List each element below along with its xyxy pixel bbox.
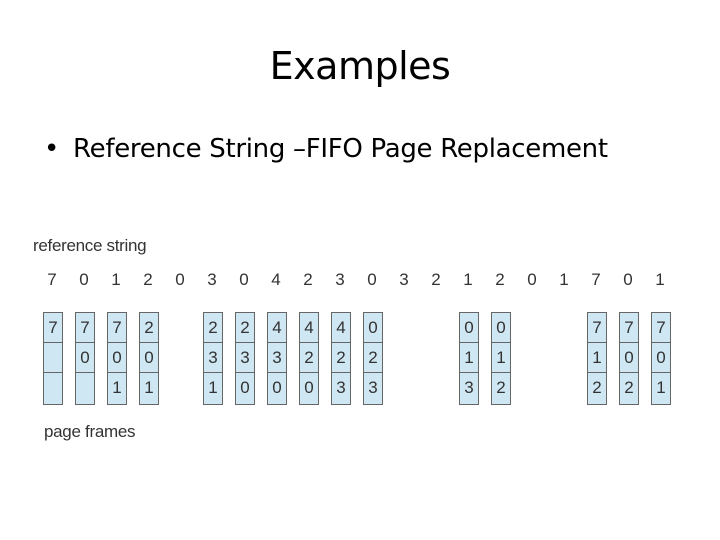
frame-cell: 7 <box>620 313 638 343</box>
reference-item: 1 <box>559 270 569 289</box>
frame-cell: 3 <box>336 378 346 397</box>
frame-cell: 2 <box>624 378 634 397</box>
frame-column: 7 <box>43 312 63 405</box>
bullet-point: • Reference String –FIFO Page Replacement <box>44 134 608 164</box>
reference-item: 1 <box>655 270 665 289</box>
reference-item: 3 <box>207 270 217 289</box>
frame-cell <box>44 343 62 373</box>
frame-cell: 0 <box>240 378 250 397</box>
frame-cell: 3 <box>236 343 254 373</box>
frame-cell: 1 <box>112 378 122 397</box>
reference-item: 7 <box>591 270 601 289</box>
frame-cell: 0 <box>652 343 670 373</box>
frame-cell: 1 <box>208 378 218 397</box>
frame-cell: 2 <box>332 343 350 373</box>
frame-cell: 1 <box>656 378 666 397</box>
reference-item: 2 <box>143 270 153 289</box>
frame-cell: 0 <box>108 343 126 373</box>
reference-item: 3 <box>335 270 345 289</box>
reference-item: 1 <box>463 270 473 289</box>
reference-item: 7 <box>47 270 57 289</box>
frame-cell: 0 <box>364 313 382 343</box>
frame-cell: 2 <box>204 313 222 343</box>
frame-cell: 0 <box>140 343 158 373</box>
reference-item: 0 <box>239 270 249 289</box>
reference-item: 2 <box>431 270 441 289</box>
frame-cell: 7 <box>44 313 62 343</box>
frame-cell: 7 <box>652 313 670 343</box>
frame-cell: 1 <box>144 378 154 397</box>
reference-item: 2 <box>303 270 313 289</box>
frame-cell: 7 <box>588 313 606 343</box>
frame-cell: 3 <box>368 378 378 397</box>
reference-item: 0 <box>175 270 185 289</box>
reference-item: 0 <box>623 270 633 289</box>
frame-cell: 0 <box>76 343 94 373</box>
bullet-text: Reference String –FIFO Page Replacement <box>73 134 608 164</box>
frame-cell: 3 <box>464 378 474 397</box>
frame-cell: 7 <box>108 313 126 343</box>
frame-cell: 0 <box>304 378 314 397</box>
frame-cell: 3 <box>268 343 286 373</box>
reference-string-label: reference string <box>33 236 147 255</box>
frame-cell: 0 <box>620 343 638 373</box>
frame-cell: 2 <box>496 378 506 397</box>
frame-cell: 1 <box>588 343 606 373</box>
frame-cell <box>76 373 94 403</box>
frame-cell: 1 <box>492 343 510 373</box>
reference-item: 4 <box>271 270 281 289</box>
frame-cell: 2 <box>140 313 158 343</box>
frame-cell: 0 <box>272 378 282 397</box>
bullet-icon: • <box>44 134 60 164</box>
frame-cell: 2 <box>592 378 602 397</box>
frame-cell <box>44 373 62 403</box>
frame-cell: 2 <box>300 343 318 373</box>
reference-item: 1 <box>111 270 121 289</box>
slide-title: Examples <box>269 44 451 88</box>
frame-cell: 2 <box>364 343 382 373</box>
reference-item: 3 <box>399 270 409 289</box>
frame-cell: 4 <box>332 313 350 343</box>
reference-item: 0 <box>367 270 377 289</box>
reference-item: 0 <box>79 270 89 289</box>
page-frames-label: page frames <box>44 422 136 441</box>
frame-cell: 4 <box>300 313 318 343</box>
frame-cell: 0 <box>492 313 510 343</box>
frame-cell: 4 <box>268 313 286 343</box>
frame-cell: 2 <box>236 313 254 343</box>
frame-cell: 1 <box>460 343 478 373</box>
reference-item: 0 <box>527 270 537 289</box>
frame-cell: 0 <box>460 313 478 343</box>
reference-item: 2 <box>495 270 505 289</box>
frame-cell: 7 <box>76 313 94 343</box>
frame-cell: 3 <box>204 343 222 373</box>
